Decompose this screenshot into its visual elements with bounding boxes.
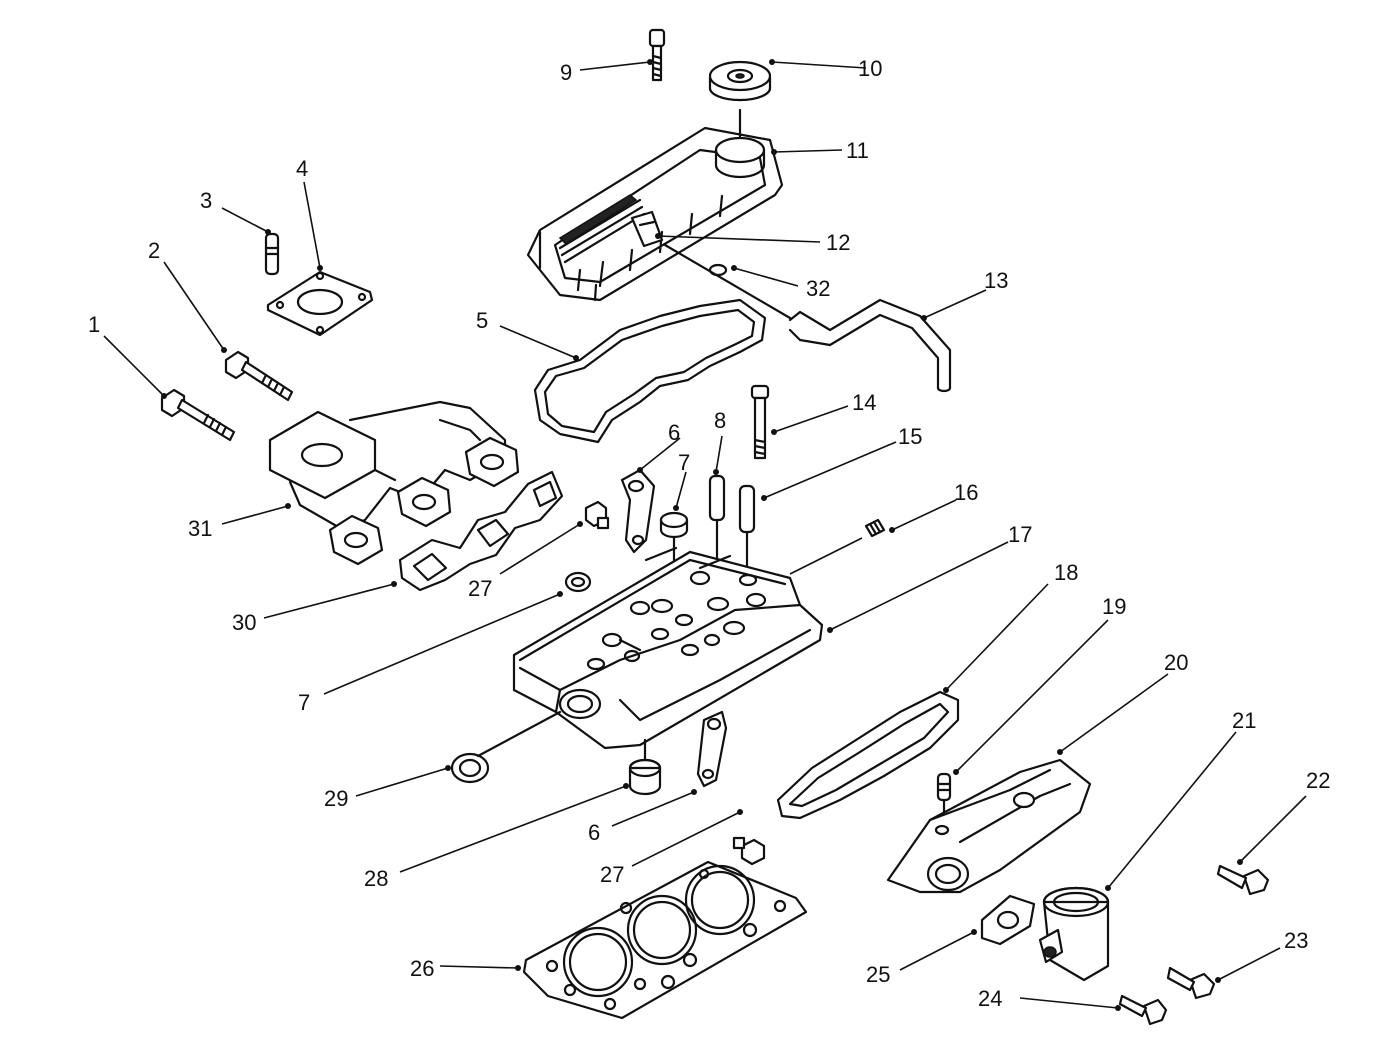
callout-9: 9: [560, 60, 572, 85]
callout-29: 29: [324, 786, 348, 811]
callout-13: 13: [984, 268, 1008, 293]
callout-28: 28: [364, 866, 388, 891]
callout-8: 8: [714, 408, 726, 433]
part-26-head-gasket: [522, 860, 808, 1020]
callout-2: 2: [148, 238, 160, 263]
part-25-gasket: [980, 894, 1036, 946]
part-10-filler-cap: [708, 60, 772, 102]
part-18-gasket: [776, 690, 960, 820]
part-drawings: [160, 28, 1270, 1026]
callout-15: 15: [898, 424, 922, 449]
callout-labels: 1 2 3 4 5 6 6 7 7 8 9 10 11 12 13 14 15 …: [88, 56, 1330, 1011]
part-2-bolt: [224, 350, 294, 402]
callout-18: 18: [1054, 560, 1078, 585]
part-16-plug: [864, 518, 886, 538]
callout-6-upper: 6: [668, 420, 680, 445]
callout-7-upper: 7: [678, 450, 690, 475]
callout-1: 1: [88, 312, 100, 337]
callout-6-lower: 6: [588, 820, 600, 845]
callout-4: 4: [296, 156, 308, 181]
part-31-exhaust-manifold: [268, 400, 520, 566]
part-27-plug-lower: [732, 836, 766, 866]
callout-20: 20: [1164, 650, 1188, 675]
callout-27-lower: 27: [600, 862, 624, 887]
part-19-fitting: [936, 772, 952, 832]
callout-19: 19: [1102, 594, 1126, 619]
part-30-manifold-gasket: [398, 470, 564, 592]
part-11-valve-cover: [526, 108, 784, 302]
part-23-bolt: [1166, 966, 1216, 1000]
callout-27-upper: 27: [468, 576, 492, 601]
callout-32: 32: [806, 276, 830, 301]
part-32-clip: [663, 243, 792, 320]
part-6-lift-eye-upper: [620, 468, 656, 554]
part-1-bolt: [160, 388, 236, 442]
callout-23: 23: [1284, 928, 1308, 953]
callout-31: 31: [188, 516, 212, 541]
part-27-plug-upper: [584, 500, 610, 530]
part-21-outlet: [1038, 886, 1110, 982]
callout-17: 17: [1008, 522, 1032, 547]
callout-30: 30: [232, 610, 256, 635]
part-14-bolt: [750, 384, 770, 460]
part-4-gasket: [266, 270, 374, 337]
callout-21: 21: [1232, 708, 1256, 733]
part-28-sleeve: [628, 738, 662, 796]
callout-24: 24: [978, 986, 1002, 1011]
part-24-bolt: [1118, 994, 1168, 1026]
callout-25: 25: [866, 962, 890, 987]
callout-10: 10: [858, 56, 882, 81]
part-12-bracket: [630, 210, 664, 248]
part-7-seal-lower: [564, 571, 592, 593]
callout-14: 14: [852, 390, 876, 415]
callout-26: 26: [410, 956, 434, 981]
part-20-thermostat-housing: [886, 758, 1092, 894]
callout-7-lower: 7: [298, 690, 310, 715]
leader-lines: [103, 59, 1307, 1011]
callout-3: 3: [200, 188, 212, 213]
part-29-seal: [450, 710, 562, 784]
callout-22: 22: [1306, 768, 1330, 793]
callout-5: 5: [476, 308, 488, 333]
part-3-stud: [264, 232, 280, 276]
part-17-cylinder-head: [512, 546, 824, 750]
part-13-breather-hose: [788, 298, 952, 393]
callout-16: 16: [954, 480, 978, 505]
callout-12: 12: [826, 230, 850, 255]
part-9-bolt: [648, 28, 666, 82]
part-6-lift-eye-lower: [696, 710, 728, 788]
callout-11: 11: [846, 138, 869, 163]
part-5-gasket: [533, 298, 767, 444]
part-22-bolt: [1216, 864, 1270, 896]
